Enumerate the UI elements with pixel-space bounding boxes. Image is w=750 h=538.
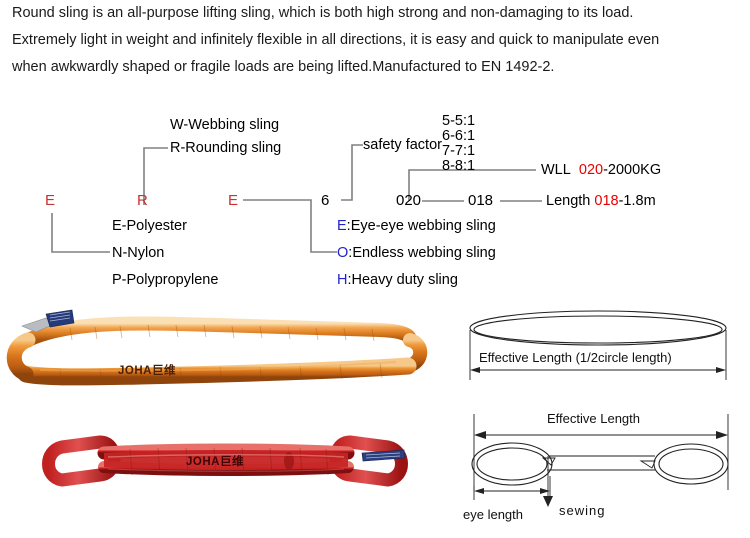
brand-text-eye-eye: JOHA巨维: [186, 454, 244, 468]
construction-code-e: E: [337, 218, 347, 234]
eff-arrow-right-icon: [716, 431, 728, 439]
sling-identification-tag: [21, 309, 75, 333]
line-wll: [408, 169, 536, 201]
right-eye-outer: [653, 443, 729, 485]
product-photos: JOHA巨维: [0, 300, 450, 535]
construction-option-heavy-duty: H:Heavy duty sling: [337, 272, 458, 288]
brand-text-endless: JOHA巨维: [118, 363, 176, 377]
right-eye-inner: [658, 448, 724, 480]
construction-text-e: Eye-eye webbing sling: [350, 218, 496, 234]
construction-option-eye-eye: E:Eye-eye webbing sling: [337, 218, 496, 234]
wll-code: 020: [578, 162, 604, 178]
sling-label-tag: [361, 449, 406, 462]
material-option-nylon: N-Nylon: [112, 245, 165, 261]
length-rest: -1.8m: [618, 193, 656, 209]
product-description: Round sling is an all-purpose lifting sl…: [12, 0, 742, 81]
sling-body: [6, 316, 428, 386]
wll-row: WLL 020-2000KG: [541, 162, 661, 178]
endless-sling-drawing: Effective Length (1/2circle length): [455, 300, 750, 400]
safety-factor-option-7: 7-7:1: [442, 143, 476, 159]
eff-arrow-left-icon: [474, 431, 486, 439]
length-label: Length: [546, 193, 591, 209]
construction-code-h: H: [337, 272, 348, 288]
connector-lines: [51, 144, 542, 253]
line-type: [143, 147, 168, 205]
code-letter-material: E: [45, 192, 56, 209]
sling-ellipse-inner: [473, 315, 723, 344]
sling-ellipse-outer: [469, 310, 727, 346]
line-safety: [341, 144, 363, 201]
description-line-2: Extremely light in weight and infinitely…: [12, 32, 660, 48]
safety-factor-option-6: 6-6:1: [442, 128, 476, 144]
sewing-label: sewing: [559, 503, 606, 518]
construction-sep-o: :: [348, 245, 353, 261]
eye-arrow-right-icon: [540, 488, 550, 494]
technical-drawings: Effective Length (1/2circle length): [455, 300, 750, 535]
construction-sep-e: :: [346, 218, 351, 234]
description-line-1: Round sling is an all-purpose lifting sl…: [12, 5, 634, 21]
eye-length-label: eye length: [463, 507, 523, 522]
safety-factor-label: safety factor: [363, 137, 442, 153]
code-letter-safety: 6: [321, 192, 330, 209]
endless-round-sling-photo: JOHA巨维: [0, 300, 450, 405]
line-material: [51, 213, 110, 253]
product-code-breakdown-diagram: W-Webbing sling R-Rounding sling safety …: [0, 100, 750, 295]
sewing-mark-right: [639, 460, 656, 469]
construction-text-o: Endless webbing sling: [352, 245, 496, 261]
material-option-polyester: E-Polyester: [112, 218, 187, 234]
type-option-webbing: W-Webbing sling: [170, 117, 280, 133]
description-line-3: when awkwardly shaped or fragile loads a…: [12, 59, 555, 75]
wll-label: WLL: [541, 162, 571, 178]
code-letter-type: R: [137, 192, 148, 209]
construction-option-endless: O:Endless webbing sling: [337, 245, 496, 261]
length-row: Length 018-1.8m: [546, 193, 656, 209]
line-construction: [243, 199, 337, 253]
eye-eye-round-sling-photo: JOHA巨维: [0, 425, 450, 500]
left-eye-inner: [476, 447, 548, 481]
left-eye-outer: [471, 442, 553, 486]
effective-length-label: Effective Length: [547, 411, 640, 426]
construction-text-h: Heavy duty sling: [351, 272, 458, 288]
code-number-wll: 020: [396, 192, 422, 209]
sewing-arrow-icon: [543, 496, 553, 507]
safety-factor-option-5: 5-5:1: [442, 113, 476, 129]
code-letter-construction: E: [228, 192, 239, 209]
construction-code-o: O: [337, 245, 349, 261]
sewing-mark-left: [541, 457, 556, 466]
wll-rest: -2000KG: [603, 162, 662, 178]
arrow-left-icon: [470, 367, 480, 373]
length-code: 018: [594, 193, 619, 209]
safety-factor-option-8: 8-8:1: [442, 158, 476, 174]
endless-dimension-label: Effective Length (1/2circle length): [479, 350, 672, 365]
eye-arrow-left-icon: [474, 488, 484, 494]
material-option-polypropylene: P-Polypropylene: [112, 272, 219, 288]
type-option-rounding: R-Rounding sling: [170, 140, 282, 156]
eye-eye-sling-drawing: Effective Length eye length sewing: [455, 408, 750, 533]
code-number-length: 018: [468, 192, 494, 209]
construction-sep-h: :: [347, 272, 352, 288]
arrow-right-icon: [716, 367, 726, 373]
